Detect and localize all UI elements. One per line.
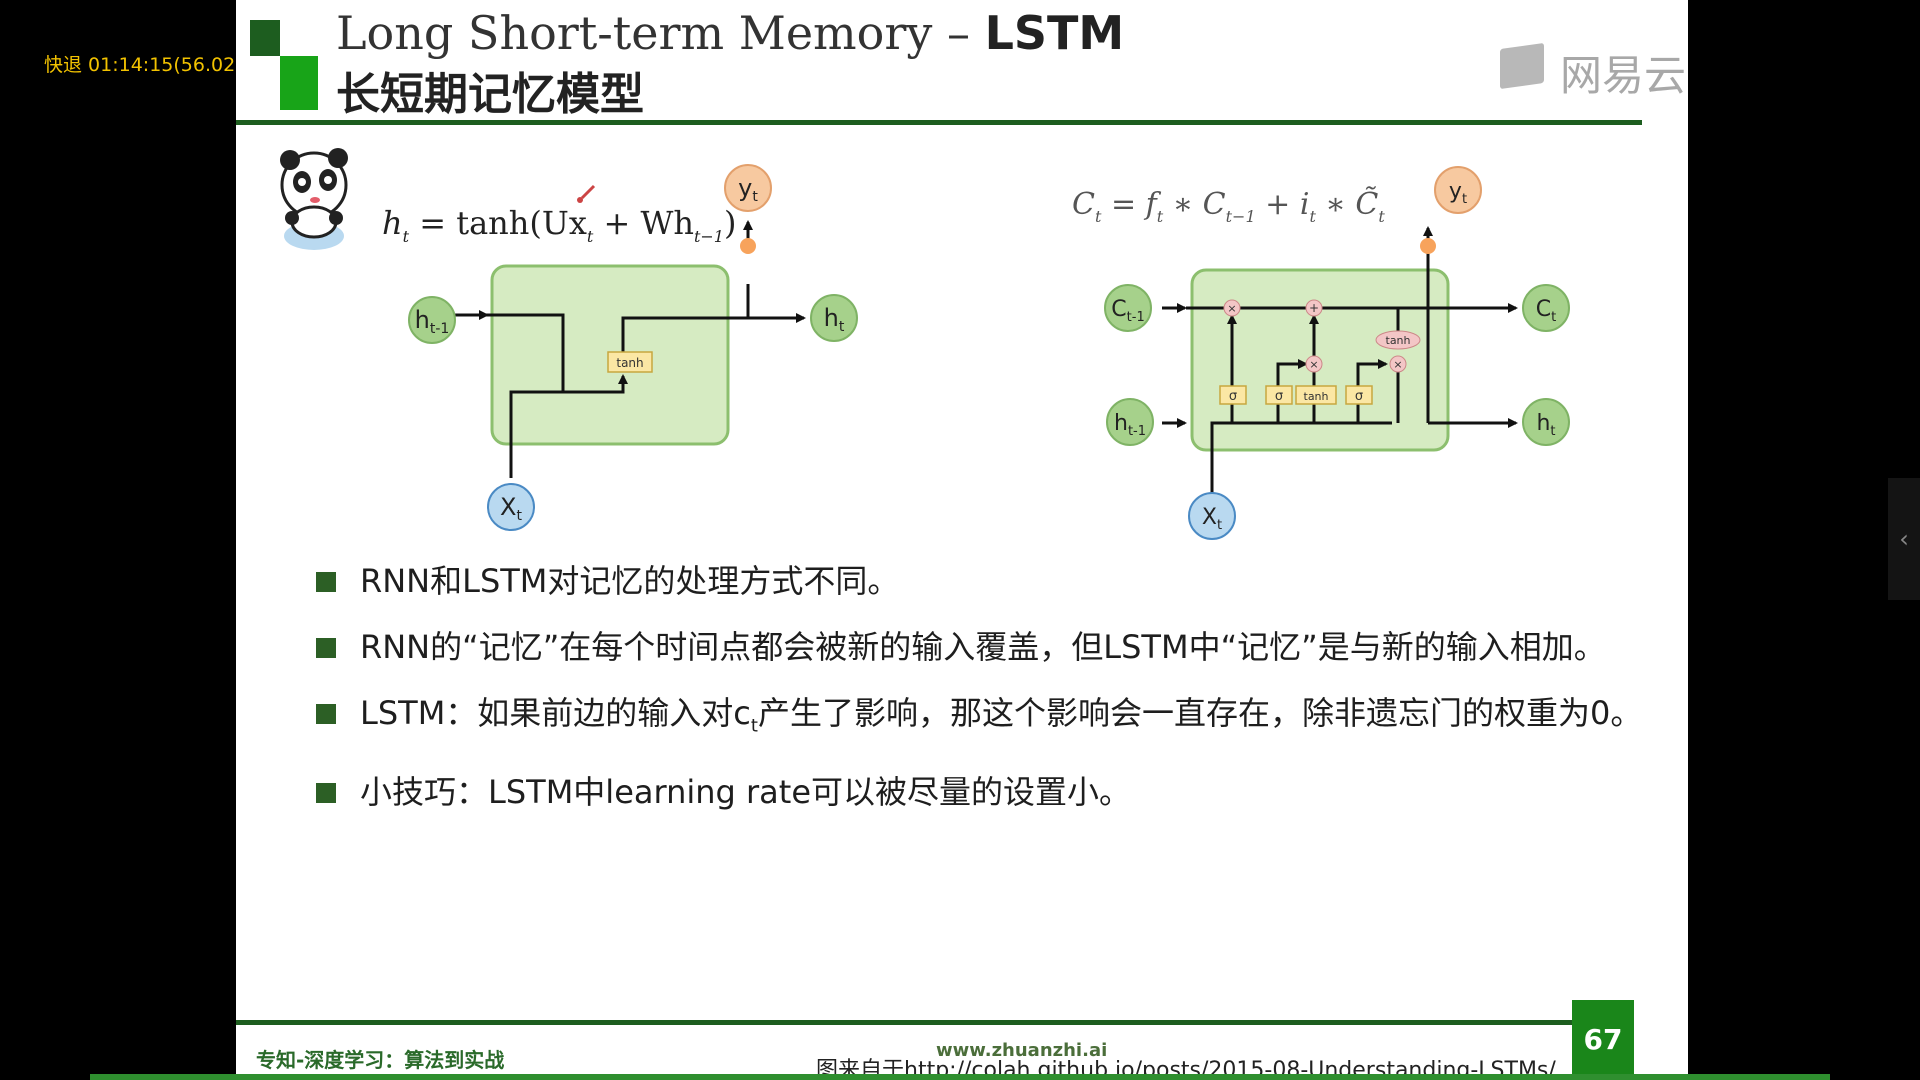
panda-mascot-icon	[280, 148, 348, 250]
lstm-op-plus: +	[1305, 299, 1323, 317]
bullet-item: 小技巧：LSTM中learning rate可以被尽量的设置小。	[316, 759, 1646, 825]
lstm-node-h-prev: ht-1	[1106, 398, 1154, 446]
lstm-node-c-out: Ct	[1522, 284, 1570, 332]
rnn-node-h-out: ht	[810, 294, 858, 342]
svg-text:Xt: Xt	[500, 493, 522, 524]
cloud-logo-icon	[1500, 42, 1544, 90]
footer-divider	[236, 1020, 1572, 1025]
bullet-square-icon	[316, 572, 336, 592]
footer-course-name: 专知-深度学习：算法到实战	[256, 1048, 505, 1072]
svg-text:yt: yt	[738, 174, 758, 205]
svg-text:×: ×	[1393, 358, 1402, 371]
rnn-node-y: yt	[724, 164, 772, 212]
lstm-op-output-times: ×	[1389, 355, 1407, 373]
bullet-item: RNN和LSTM对记忆的处理方式不同。	[316, 548, 1646, 614]
lstm-op-forget-times: ×	[1223, 299, 1241, 317]
svg-text:yt: yt	[1449, 179, 1467, 207]
rnn-node-h-prev: ht-1	[408, 296, 456, 344]
lstm-node-c-prev: Ct-1	[1104, 284, 1152, 332]
rnn-node-x: Xt	[487, 483, 535, 531]
svg-text:Ct: Ct	[1536, 297, 1556, 325]
svg-text:Xt: Xt	[1202, 505, 1222, 533]
lstm-node-x: Xt	[1188, 492, 1236, 540]
chevron-left-icon: ‹	[1899, 525, 1909, 553]
svg-text:Ct-1: Ct-1	[1111, 297, 1144, 325]
lstm-candidate-gate: tanh	[1295, 385, 1337, 405]
svg-text:×: ×	[1227, 302, 1236, 315]
brand-text: 网易云	[1560, 51, 1687, 100]
video-status: 快退 01:14:15(56.02%)	[44, 54, 261, 76]
svg-text:ht-1: ht-1	[415, 306, 450, 337]
svg-text:+: +	[1309, 301, 1319, 315]
lstm-forget-gate: σ	[1219, 385, 1247, 405]
rnn-tanh-gate	[607, 351, 653, 373]
bullet-item: RNN的“记忆”在每个时间点都会被新的输入覆盖，但LSTM中“记忆”是与新的输入…	[316, 614, 1646, 680]
svg-text:×: ×	[1309, 358, 1318, 371]
bullet-square-icon	[316, 783, 336, 804]
lstm-output-gate: σ	[1345, 385, 1373, 405]
title-divider	[236, 120, 1642, 125]
logo-square-light	[280, 56, 318, 110]
page-number: 67	[1572, 1000, 1634, 1080]
svg-text:σ: σ	[1355, 389, 1363, 404]
video-progress-bar[interactable]	[90, 1074, 1830, 1080]
rnn-lstm-diagram: ht = tanh(Uxt + Wht−1) tanh ht-1 ht	[280, 148, 1570, 540]
svg-text:tanh: tanh	[1386, 334, 1411, 347]
svg-text:ht: ht	[824, 304, 845, 335]
slide: Long Short-term Memory – LSTM 长短期记忆模型 网易…	[236, 0, 1688, 1080]
lstm-node-h-out: ht	[1522, 398, 1570, 446]
lstm-formula: Ct = ft ∗ Ct−1 + it ∗ C̃t	[1072, 187, 1385, 226]
svg-text:tanh: tanh	[1304, 390, 1329, 403]
bullet-item: LSTM：如果前边的输入对ct产生了影响，那这个影响会一直存在，除非遗忘门的权重…	[316, 680, 1646, 759]
slide-title-cn: 长短期记忆模型	[336, 69, 644, 120]
rnn-cell: tanh	[428, 220, 806, 478]
svg-text:σ: σ	[1229, 389, 1237, 404]
footer-site: www.zhuanzhi.ai	[936, 1040, 1108, 1061]
lstm-op-input-times: ×	[1305, 355, 1323, 373]
brand-watermark: 网易云	[1498, 42, 1688, 100]
bullet-list: RNN和LSTM对记忆的处理方式不同。 RNN的“记忆”在每个时间点都会被新的输…	[316, 548, 1646, 825]
bullet-square-icon	[316, 704, 336, 724]
rnn-formula: ht = tanh(Uxt + Wht−1)	[382, 204, 736, 246]
slide-title-en: Long Short-term Memory – LSTM	[336, 6, 1125, 60]
logo-square-dark	[250, 20, 280, 56]
svg-text:σ: σ	[1275, 389, 1283, 404]
lstm-cell: σ σ tanh σ × +	[1162, 226, 1518, 510]
lstm-node-y: yt	[1434, 166, 1482, 214]
svg-text:ht: ht	[1536, 411, 1555, 439]
lstm-input-gate: σ	[1265, 385, 1293, 405]
svg-text:ht-1: ht-1	[1114, 411, 1146, 439]
bullet-square-icon	[316, 638, 336, 658]
lstm-op-tanh: tanh	[1375, 330, 1421, 350]
svg-text:tanh: tanh	[616, 356, 643, 370]
pen-cursor-icon	[577, 184, 596, 203]
side-panel-toggle[interactable]: ‹	[1888, 478, 1920, 600]
